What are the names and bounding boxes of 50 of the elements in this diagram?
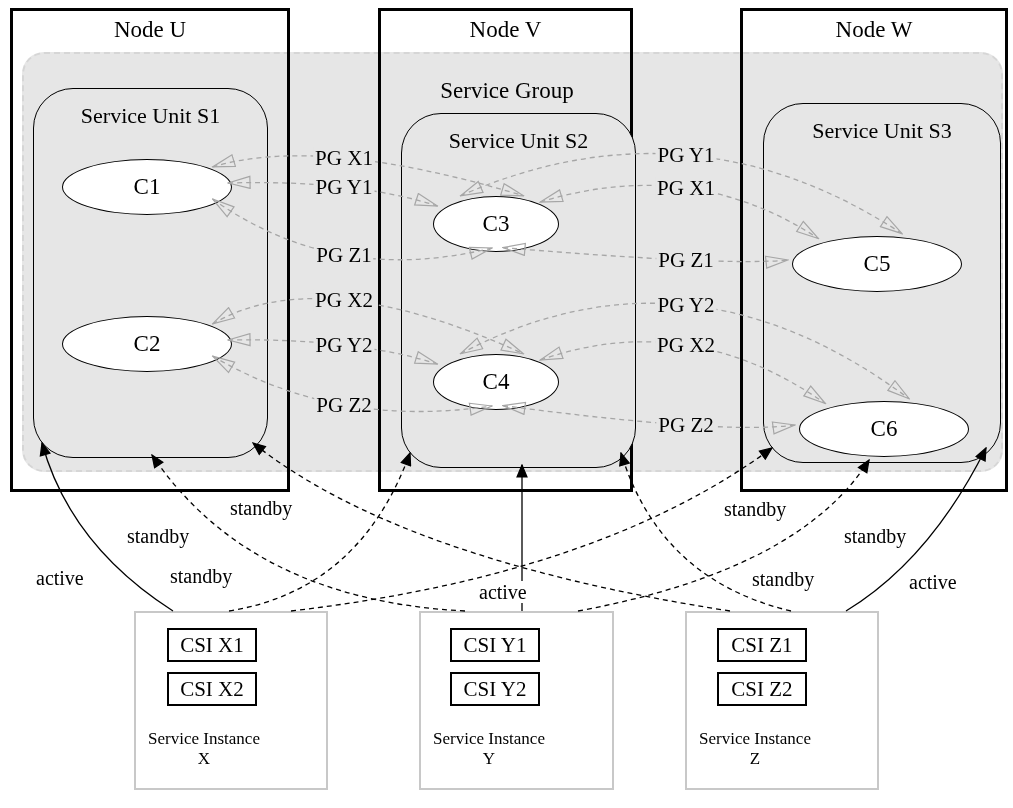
dashed-arrow [228,452,411,612]
dashed-arrow [619,452,792,612]
csi-name: CSI X1 [179,632,245,658]
node-frame [378,8,633,492]
node-frame [740,8,1008,492]
instance-caption: Service Instance Y [433,729,545,769]
node-frame [10,8,290,492]
unit-title: Service Unit S3 [811,118,953,144]
csi-box [167,672,257,706]
service-unit-box [33,88,268,458]
node-title: Node W [834,17,914,43]
component-name: C5 [862,251,892,277]
component-name: C1 [132,174,162,200]
unit-title: Service Unit S2 [447,128,590,154]
dashed-arrow [151,454,466,612]
service-unit-box [763,103,1001,463]
dashed-arrow [459,152,903,235]
node-title: Node U [112,17,188,43]
csi-name: CSI Y1 [462,632,528,658]
group-title: Service Group [440,78,574,104]
component-ellipse [62,316,232,372]
instance-caption: Service Instance Z [699,729,811,769]
csi-name: CSI Z1 [730,632,794,658]
csi-box [450,672,540,706]
arrow [40,442,174,612]
dashed-arrow [577,459,870,612]
component-name: C3 [481,211,511,237]
service-instance-box [134,611,328,790]
service-instance-box [685,611,879,790]
csi-name: CSI Y2 [462,676,528,702]
edge-label: active [477,581,529,603]
component-name: C4 [481,369,511,395]
csi-box [717,672,807,706]
component-ellipse [62,159,232,215]
unit-title: Service Unit S1 [79,103,222,129]
csi-box [167,628,257,662]
component-name: C2 [132,331,162,357]
arrow [845,447,987,612]
csi-name: CSI X2 [179,676,245,702]
instance-caption: Service Instance X [148,729,260,769]
dashed-arrow [459,302,910,400]
component-name: C6 [869,416,899,442]
service-unit-box [401,113,636,468]
csi-name: CSI Z2 [730,676,794,702]
service-instance-box [419,611,614,790]
dashed-arrow [290,447,773,612]
dashed-arrow [252,442,731,612]
csi-box [717,628,807,662]
node-title: Node V [468,17,543,43]
csi-box [450,628,540,662]
